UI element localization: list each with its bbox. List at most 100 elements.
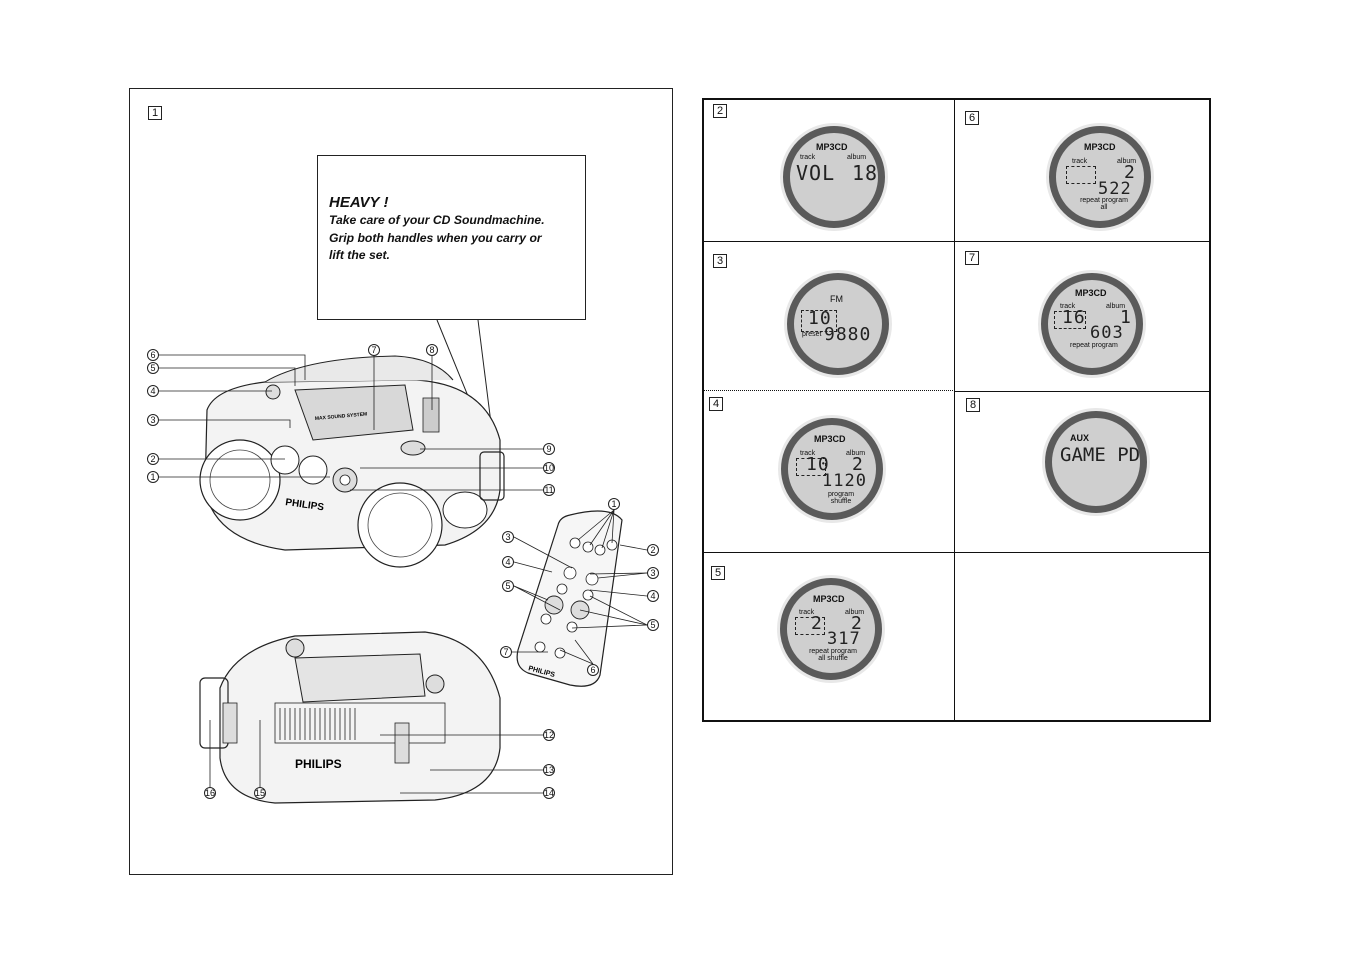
display-number-8: 8 — [966, 398, 980, 412]
remote-callout-7: 7 — [500, 646, 512, 658]
lcd-display-8: AUX GAME PD — [1042, 408, 1150, 516]
lcd-value: 9880 — [824, 324, 872, 345]
figure-1-panel: 1 — [129, 88, 673, 875]
remote-callout-6: 6 — [587, 664, 599, 676]
lcd-display-2: MP3CD track album VOL 18 — [780, 123, 888, 231]
lcd-track-frame — [1066, 166, 1096, 184]
right-speaker — [357, 482, 443, 568]
device-label-text: MAX SOUND SYSTEM — [315, 411, 368, 422]
warning-line: Grip both handles when you carry or — [329, 230, 542, 245]
lcd-mode: MP3CD — [1084, 142, 1116, 152]
lcd-main-text: 16 — [1062, 307, 1086, 328]
row-divider — [955, 552, 1209, 553]
lcd-mode: AUX — [1070, 433, 1090, 443]
warning-text: Take care of your CD Soundmachine. Grip … — [329, 212, 579, 265]
display-number-3: 3 — [713, 254, 727, 268]
callout-6: 6 — [147, 349, 159, 361]
callout-10: 10 — [543, 462, 555, 474]
lcd-left-label: preset — [802, 331, 822, 338]
lcd-display-4: MP3CD track album 10 2 1120 program shuf… — [778, 415, 886, 523]
heavy-warning-box: HEAVY ! Take care of your CD Soundmachin… — [317, 155, 586, 320]
lcd-track-frame — [796, 458, 826, 476]
display-number-2: 2 — [713, 104, 727, 118]
remote-callout-5-left: 5 — [502, 580, 514, 592]
brand-logo-back: PHILIPS — [295, 757, 342, 771]
lcd-mode: MP3CD — [816, 142, 848, 152]
lcd-main-text: 10 — [806, 454, 830, 475]
lcd-mode: MP3CD — [1075, 288, 1107, 298]
callout-3: 3 — [147, 414, 159, 426]
lcd-preset-frame — [801, 310, 837, 332]
lcd-bottom-value: 1120 — [822, 471, 867, 491]
lcd-bottom-value: 522 — [1098, 179, 1132, 199]
boombox-back-illustration: PHILIPS — [199, 631, 501, 804]
back-callout-13: 13 — [543, 764, 555, 776]
lcd-display-5: MP3CD track album 2 2 317 repeat program… — [777, 575, 885, 683]
lcd-main-text: 2 — [811, 613, 823, 634]
lcd-display-3: FM 10 preset 9880 — [784, 270, 892, 378]
warning-title: HEAVY ! — [329, 194, 389, 211]
lcd-right-label: album — [845, 609, 865, 616]
callout-1: 1 — [147, 471, 159, 483]
row-divider — [955, 241, 1209, 242]
lcd-mode: MP3CD — [814, 434, 846, 444]
callout-2: 2 — [147, 453, 159, 465]
lcd-left-label: track — [1060, 303, 1076, 310]
back-callout-12: 12 — [543, 729, 555, 741]
lcd-flags: repeat program all shuffle — [809, 648, 857, 662]
row-divider — [704, 552, 955, 553]
remote-callout-3-left: 3 — [502, 531, 514, 543]
remote-callout-2: 2 — [647, 544, 659, 556]
callout-7: 7 — [368, 344, 380, 356]
lcd-right-label: album — [1106, 303, 1126, 310]
lcd-mode: FM — [830, 294, 843, 304]
display-number-5: 5 — [711, 566, 725, 580]
callout-8: 8 — [426, 344, 438, 356]
remote-callout-4-left: 4 — [502, 556, 514, 568]
lcd-right-label: album — [847, 154, 867, 161]
row-divider — [704, 241, 955, 242]
lcd-flags: repeat program — [1070, 342, 1118, 349]
lcd-value: 2 — [1124, 162, 1136, 183]
lcd-value: 18 — [852, 161, 879, 185]
boombox-front-illustration: MAX SOUND SYSTEM PHILIPS — [199, 355, 505, 568]
remote-callout-3-right: 3 — [647, 567, 659, 579]
figure-number: 1 — [148, 106, 162, 120]
lcd-left-label: track — [1072, 158, 1088, 165]
back-callout-16: 16 — [204, 787, 216, 799]
callout-4: 4 — [147, 385, 159, 397]
left-speaker — [199, 439, 281, 521]
lcd-main-text: GAME PD — [1060, 444, 1141, 466]
column-divider — [954, 100, 955, 720]
lcd-track-frame — [1054, 311, 1086, 329]
lcd-display-7: MP3CD track album 16 1 603 repeat progra… — [1038, 270, 1146, 378]
back-callout-14: 14 — [543, 787, 555, 799]
row-divider — [955, 391, 1209, 392]
lcd-value: 2 — [851, 613, 863, 634]
lcd-display-6: MP3CD track album 2 522 repeat program a… — [1046, 123, 1154, 231]
warning-line: lift the set. — [329, 248, 390, 262]
lcd-left-label: track — [800, 450, 816, 457]
remote-callout-4-right: 4 — [647, 590, 659, 602]
lcd-right-label: album — [1117, 158, 1137, 165]
display-number-4: 4 — [709, 397, 723, 411]
lcd-left-label: track — [800, 154, 816, 161]
lcd-right-label: album — [846, 450, 866, 457]
lcd-flags: program shuffle — [827, 491, 855, 505]
row-divider — [704, 390, 955, 392]
lcd-left-label: track — [799, 609, 815, 616]
lcd-value: 1 — [1120, 307, 1132, 328]
callout-5: 5 — [147, 362, 159, 374]
display-number-6: 6 — [965, 111, 979, 125]
callout-11: 11 — [543, 484, 555, 496]
warning-line: Take care of your CD Soundmachine. — [329, 213, 545, 227]
back-callout-15: 15 — [254, 787, 266, 799]
lcd-main-text: VOL — [796, 161, 836, 185]
callout-9: 9 — [543, 443, 555, 455]
lcd-flags: repeat program all — [1080, 197, 1128, 211]
lcd-track-frame — [795, 617, 825, 635]
display-number-7: 7 — [965, 251, 979, 265]
